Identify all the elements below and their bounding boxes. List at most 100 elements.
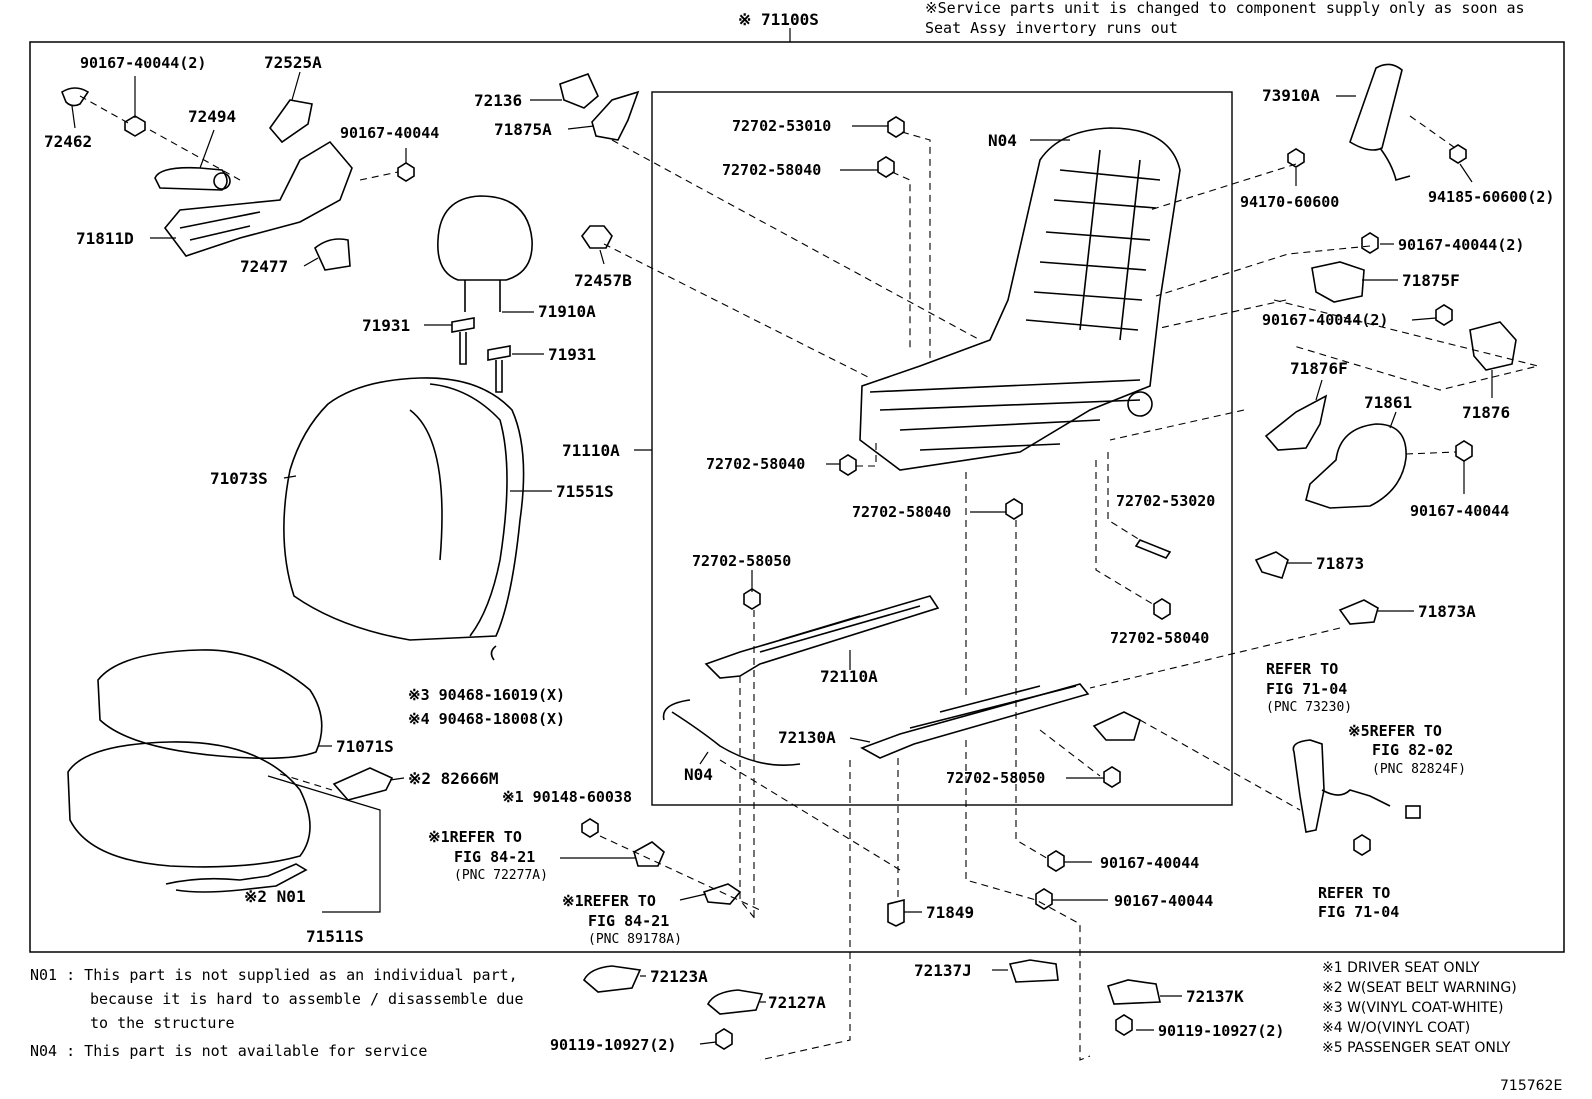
leader bbox=[267, 775, 381, 913]
part-71910A-headrest bbox=[437, 195, 533, 281]
note-n01-line1: N01 : This part is not supplied as an in… bbox=[30, 966, 518, 984]
label-90148-60038: ※1 90148-60038 bbox=[502, 788, 632, 806]
leader bbox=[303, 257, 319, 267]
label-72702-58050-a: 72702-58050 bbox=[692, 552, 791, 570]
label-72110A: 72110A bbox=[820, 667, 878, 686]
part-94170-nut bbox=[1287, 148, 1305, 168]
label-72457B: 72457B bbox=[574, 271, 632, 290]
part-71849-clip bbox=[887, 898, 905, 927]
guide-line bbox=[759, 760, 851, 1061]
label-90119-10927-a: 90119-10927(2) bbox=[550, 1036, 676, 1054]
part-71873A bbox=[1338, 599, 1379, 625]
label-71849: 71849 bbox=[926, 903, 974, 922]
part-71875A bbox=[591, 90, 640, 141]
part-sketches bbox=[61, 63, 1517, 1050]
guide-line bbox=[603, 243, 871, 379]
leader bbox=[699, 1041, 717, 1045]
leader bbox=[679, 893, 707, 901]
part-72137K bbox=[1106, 979, 1161, 1005]
label-82666M: ※2 82666M bbox=[408, 769, 498, 788]
leader bbox=[1389, 411, 1397, 429]
service-note-line2: Seat Assy invertory runs out bbox=[925, 19, 1178, 37]
ref3-fig: FIG 71-04 bbox=[1266, 680, 1347, 698]
label-90167-40044-b: 90167-40044 bbox=[1100, 854, 1199, 872]
label-90167-40044-2-b: 90167-40044(2) bbox=[1398, 236, 1524, 254]
part-73910A-wire bbox=[1379, 147, 1411, 181]
leader bbox=[71, 105, 76, 129]
part-73910A-airbag bbox=[1349, 63, 1403, 151]
leader bbox=[291, 71, 301, 101]
part-90148-bolt bbox=[581, 818, 599, 838]
footnotes: N01 : This part is not supplied as an in… bbox=[30, 966, 523, 1060]
part-72127A bbox=[707, 989, 764, 1015]
part-71551S-seatback-inner bbox=[409, 383, 508, 637]
note-n01-line3: to the structure bbox=[90, 1014, 235, 1032]
label-71551S: 71551S bbox=[556, 482, 614, 501]
label-71873: 71873 bbox=[1316, 554, 1364, 573]
guide-line bbox=[1155, 245, 1371, 297]
frame-back-grid bbox=[1025, 149, 1161, 341]
leader bbox=[199, 129, 215, 169]
part-72525A bbox=[268, 99, 313, 144]
ref5-fig: FIG 71-04 bbox=[1318, 903, 1399, 921]
part-71073S-seatback bbox=[283, 377, 525, 641]
guide-line bbox=[1159, 299, 1287, 329]
label-n04-frame: N04 bbox=[988, 131, 1017, 150]
part-71811D-inner bbox=[179, 211, 261, 241]
ref4-fig: FIG 82-02 bbox=[1372, 741, 1453, 759]
part-72136 bbox=[559, 72, 599, 109]
guide-line bbox=[279, 773, 333, 791]
part-bolt-90167-c bbox=[1047, 850, 1065, 872]
part-72130A-track bbox=[860, 683, 1090, 759]
part-71861-cover bbox=[1305, 423, 1407, 509]
ref5-title: REFER TO bbox=[1318, 884, 1390, 902]
label-71875A: 71875A bbox=[494, 120, 552, 139]
label-n04-wire: N04 bbox=[684, 765, 713, 784]
part-bolt-90167-d bbox=[1035, 888, 1053, 910]
guide-line bbox=[1409, 115, 1459, 151]
guide-line bbox=[1039, 729, 1101, 777]
label-72477: 72477 bbox=[240, 257, 288, 276]
ref1-pnc: (PNC 72277A) bbox=[454, 868, 548, 883]
label-72702-58050-b: 72702-58050 bbox=[946, 769, 1045, 787]
label-72130A: 72130A bbox=[778, 728, 836, 747]
ref4-title: ※5REFER TO bbox=[1348, 722, 1442, 740]
seat-assembly-frame bbox=[651, 91, 1233, 806]
label-90167-40044: 90167-40044 bbox=[340, 124, 439, 142]
label-71910A: 71910A bbox=[538, 302, 596, 321]
part-72123A bbox=[583, 965, 642, 993]
service-note-line1: ※Service parts unit is changed to compon… bbox=[925, 0, 1525, 17]
legend-item-3: ※3 W(VINYL COAT-WHITE) bbox=[1322, 1000, 1504, 1016]
leader bbox=[389, 777, 405, 781]
guide-line bbox=[901, 131, 931, 360]
label-73910A: 73910A bbox=[1262, 86, 1320, 105]
leader bbox=[849, 737, 871, 743]
part-71071S-cushion-pad bbox=[97, 649, 323, 760]
leader bbox=[567, 125, 595, 130]
label-72702-58040-c: 72702-58040 bbox=[852, 503, 951, 521]
leader-lines bbox=[71, 71, 1493, 1045]
legend-item-5: ※5 PASSENGER SEAT ONLY bbox=[1322, 1040, 1511, 1056]
label-90468-16019: ※3 90468-16019(X) bbox=[408, 686, 565, 704]
leader bbox=[1459, 163, 1473, 183]
label-90119-10927-b: 90119-10927(2) bbox=[1158, 1022, 1284, 1040]
part-bolt-72702-58040-c bbox=[1005, 498, 1023, 520]
reference-blocks: ※1REFER TO FIG 84-21 (PNC 72277A) ※1REFE… bbox=[428, 660, 1466, 947]
label-72137J: 72137J bbox=[914, 961, 972, 980]
label-71861: 71861 bbox=[1364, 393, 1412, 412]
label-71110A: 71110A bbox=[562, 441, 620, 460]
legend-item-2: ※2 W(SEAT BELT WARNING) bbox=[1322, 980, 1517, 996]
note-n01-line2: because it is hard to assemble / disasse… bbox=[90, 990, 523, 1008]
guide-line bbox=[891, 171, 911, 350]
part-82666M-sensor bbox=[332, 767, 394, 801]
part-71876F bbox=[1264, 394, 1328, 451]
part-71511S-cushion-cover bbox=[67, 741, 311, 868]
ref3-pnc: (PNC 73230) bbox=[1266, 700, 1352, 715]
guide-line bbox=[79, 95, 131, 125]
part-72277A-connector bbox=[633, 841, 665, 867]
leader bbox=[283, 475, 297, 479]
part-71873 bbox=[1254, 551, 1289, 579]
part-94185-nut bbox=[1449, 144, 1467, 164]
part-bolt-90119-b bbox=[1115, 1014, 1133, 1036]
